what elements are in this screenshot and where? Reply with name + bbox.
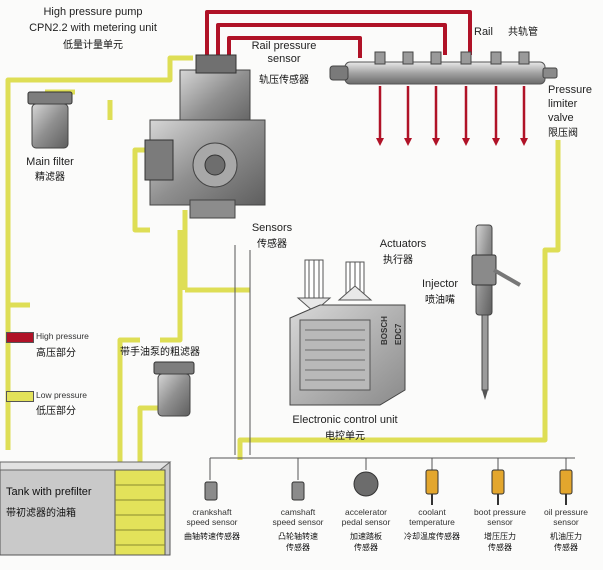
boost-pressure-sensor-en-2: sensor [487, 517, 513, 527]
high-pressure-pump [144, 54, 266, 219]
accelerator-sensor-en-1: accelerator [344, 507, 388, 517]
pressure-limiter-en-2: limiter [548, 98, 578, 110]
ecu-label-en: Electronic control unit [292, 414, 398, 426]
pump-title-cn: 低量计量单元 [63, 40, 123, 51]
tank-label-cn: 带初滤器的油箱 [6, 508, 76, 519]
sensors-label-en: Sensors [251, 222, 293, 234]
ecu-model: EDC7 [394, 323, 403, 345]
rail-pressure-sensor-cn: 轨压传感器 [259, 75, 309, 86]
main-filter-label-cn: 精滤器 [35, 172, 65, 183]
actuators-label-cn: 执行器 [383, 255, 413, 266]
coolant-sensor-en-2: temperature [409, 517, 455, 527]
high-pressure-lines [205, 10, 472, 58]
accelerator-sensor-cn-2: 传感器 [354, 543, 378, 552]
injector [471, 224, 521, 400]
legend-high-pressure-cn: 高压部分 [36, 348, 76, 359]
main-filter [27, 91, 73, 149]
injector-feed-arrows [376, 138, 528, 146]
boost-pressure-sensor-cn-2: 传感器 [488, 543, 512, 552]
sensors-label-cn: 传感器 [257, 239, 287, 250]
boost-pressure-sensor-cn-1: 增压压力 [484, 532, 516, 541]
pump-model-en: CPN2.2 with metering unit [29, 22, 157, 34]
legend-low-pressure-cn: 低压部分 [36, 406, 76, 417]
rail-pressure-sensor-en-2: sensor [267, 53, 301, 65]
legend-high-pressure-swatch [6, 332, 34, 343]
actuators-label-en: Actuators [379, 238, 427, 250]
coolant-sensor-cn: 冷却温度传感器 [404, 532, 460, 541]
main-filter-label-en: Main filter [26, 156, 74, 168]
prefilter-with-hand-pump [153, 361, 195, 417]
boost-pressure-sensor-en-1: boot pressure [474, 507, 526, 517]
rail-pressure-sensor-en-1: Rail pressure [251, 40, 317, 52]
prefilter-hand-pump-label-cn: 带手油泵的粗滤器 [120, 347, 200, 358]
pressure-limiter-en-1: Pressure [548, 84, 593, 96]
crankshaft-sensor-en-2: speed sensor [186, 517, 238, 527]
accelerator-sensor-en-2: pedal sensor [341, 517, 391, 527]
oil-pressure-sensor-cn-2: 传感器 [554, 543, 578, 552]
sensor-signal-wires [209, 245, 575, 480]
accelerator-sensor-cn-1: 加速踏板 [350, 532, 382, 541]
sensor-input-arrow [296, 259, 332, 313]
oil-pressure-sensor-cn-1: 机油压力 [550, 532, 582, 541]
crankshaft-sensor-en-1: crankshaft [192, 507, 232, 517]
legend-high-pressure-en: High pressure [36, 331, 89, 341]
camshaft-sensor-cn-1: 凸轮轴转速 [278, 532, 318, 541]
fuel-tank [0, 461, 172, 556]
injector-feed-lines [378, 86, 526, 140]
camshaft-sensor-cn-2: 传感器 [286, 543, 310, 552]
oil-pressure-sensor-en-2: sensor [553, 517, 579, 527]
coolant-sensor-en-1: coolant [418, 507, 446, 517]
bottom-sensor-row [204, 469, 573, 505]
pressure-limiter-cn: 限压阀 [548, 128, 578, 139]
legend-low-pressure-en: Low pressure [36, 390, 88, 400]
pump-title-en: High pressure pump [43, 6, 143, 18]
common-rail [329, 51, 558, 85]
camshaft-sensor-en-2: speed sensor [272, 517, 324, 527]
injector-label-en: Injector [421, 278, 459, 290]
legend-low-pressure-swatch [6, 391, 34, 402]
injector-label-cn: 喷油嘴 [425, 295, 455, 306]
rail-label-en: Rail [474, 26, 493, 38]
rail-label-cn: 共轨管 [508, 27, 538, 38]
electronic-control-unit [289, 304, 406, 406]
crankshaft-sensor-cn: 曲轴转速传感器 [184, 532, 240, 541]
ecu-brand: BOSCH [380, 316, 389, 345]
oil-pressure-sensor-en-1: oil pressure [544, 507, 588, 517]
camshaft-sensor-en-1: camshaft [280, 507, 316, 517]
tank-label-en: Tank with prefilter [6, 486, 92, 498]
ecu-label-cn: 电控单元 [325, 431, 365, 442]
pressure-limiter-en-3: valve [548, 112, 574, 124]
actuator-output-arrow [337, 261, 373, 301]
